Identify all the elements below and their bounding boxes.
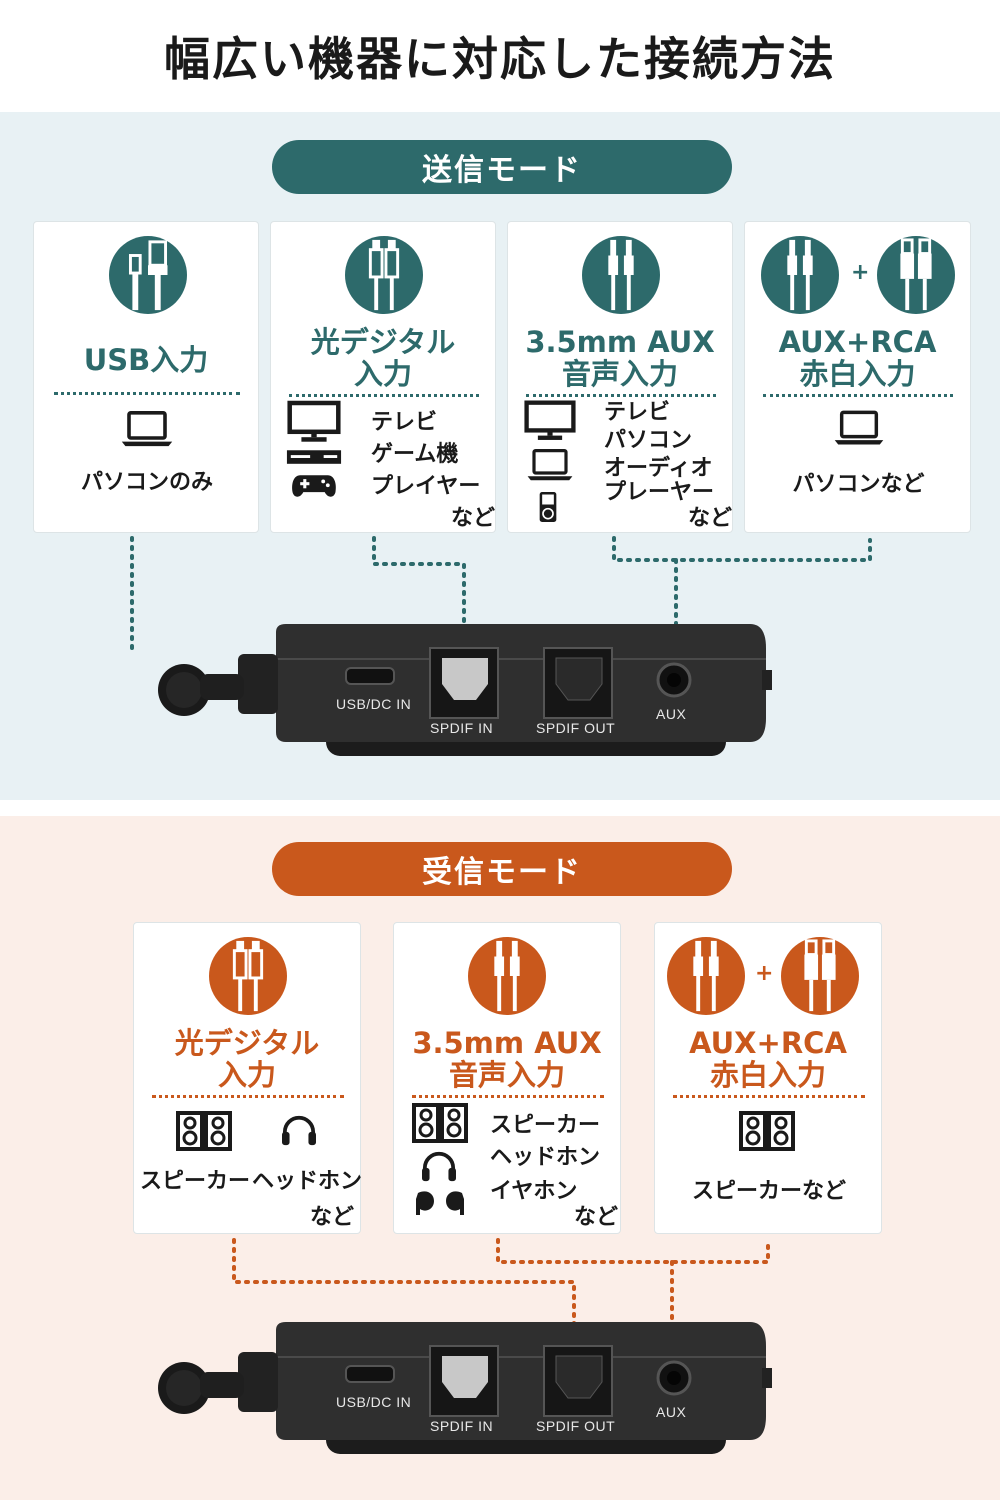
card-title-line1: 光デジタル [310,325,456,359]
transmit-mode-label: 送信モード [272,140,732,194]
device-item: イヤホン [490,1179,578,1204]
receive-card-aux: 3.5mm AUX 音声入力 スピーカー ヘッドホン イヤホン など [393,922,621,1234]
headphone-icon [420,1149,458,1183]
divider [152,1095,344,1098]
port-label-spdif-in: SPDIF IN [430,720,494,736]
rca-cable-icon [877,236,955,314]
receive-card-optical: 光デジタル 入力 スピーカー ヘッドホン など [133,922,363,1234]
port-label-spdif-out: SPDIF OUT [536,720,616,736]
speaker-icon [412,1103,468,1143]
receive-mode-label: 受信モード [272,842,732,896]
device-item: プレーヤー [604,480,715,505]
transmit-card-usb: USB入力 パソコンのみ [33,221,259,533]
page-title: 幅広い機器に対応した接続方法 [0,0,1000,112]
card-title-line2: 音声入力 [448,1058,565,1092]
optical-cable-icon [345,236,423,314]
device-item: スピーカーなど [691,1179,846,1204]
card-title-line1: 光デジタル [174,1026,320,1060]
divider [526,394,716,397]
rca-cable-icon [781,937,859,1015]
tv-icon [287,400,341,442]
device-item: ゲーム機 [371,442,459,467]
note: など [574,1205,619,1230]
music-player-icon [538,490,558,524]
note: など [451,506,496,531]
plus-sign: + [851,260,870,285]
card-title-line2: 入力 [217,1058,276,1092]
port-label-usb-dc-in: USB/DC IN [336,1394,412,1410]
speaker-icon [739,1111,795,1151]
laptop-icon [120,410,174,448]
headphone-icon [280,1113,318,1147]
port-label-aux: AUX [656,706,687,722]
card-title-line1: AUX+RCA [689,1026,847,1060]
card-title-line2: 音声入力 [561,357,678,391]
divider [289,394,479,397]
device-item: テレビ [371,410,438,435]
earbuds-icon [412,1187,468,1217]
laptop-icon [526,448,574,482]
speaker-icon [176,1111,232,1151]
laptop-icon [833,410,885,446]
card-title-line1: 3.5mm AUX [412,1026,602,1060]
optical-cable-icon [209,937,287,1015]
card-title-line1: USB入力 [83,343,209,377]
gamepad-icon [291,472,337,500]
device-item: プレイヤー [371,474,481,499]
card-title-line2: 赤白入力 [709,1058,826,1092]
note: など [310,1205,355,1230]
card-title-line1: AUX+RCA [778,325,937,359]
transmitter-device-image: USB/DC IN SPDIF IN SPDIF OUT AUX [150,618,780,768]
port-label-usb-dc-in: USB/DC IN [336,696,412,712]
port-label-spdif-in: SPDIF IN [430,1418,494,1434]
aux-cable-icon [667,937,745,1015]
usb-cable-icon [109,236,187,314]
divider [54,392,240,395]
aux-cable-icon [761,236,839,314]
aux-cable-icon [468,937,546,1015]
device-item: スピーカー [490,1113,601,1138]
transmit-card-optical: 光デジタル 入力 テレビ ゲーム機 プレイヤー など [270,221,496,533]
device-item: パソコンのみ [80,470,213,495]
device-item: パソコンなど [792,472,925,497]
device-item: パソコン [604,428,693,453]
device-item: スピーカー [140,1169,251,1194]
device-item: ヘッドホン [252,1169,363,1194]
card-title-line2: 赤白入力 [799,357,916,391]
card-title-line2: 入力 [353,357,412,391]
receive-card-aux-rca: + AUX+RCA 赤白入力 スピーカーなど [654,922,882,1234]
plus-sign: + [755,961,774,986]
divider [673,1095,865,1098]
device-item: ヘッドホン [490,1145,601,1170]
aux-cable-icon [582,236,660,314]
receiver-device-image: USB/DC IN SPDIF IN SPDIF OUT AUX [150,1316,780,1466]
device-item: オーディオ [604,456,713,481]
device-item: テレビ [604,400,671,425]
transmit-card-aux-rca: + AUX+RCA 赤白入力 パソコンなど [744,221,971,533]
divider [763,394,953,397]
transmit-card-aux: 3.5mm AUX 音声入力 テレビ パソコン オーディオ プレーヤー など [507,221,733,533]
tv-icon [524,400,576,440]
port-label-aux: AUX [656,1404,687,1420]
game-console-icon [285,448,343,468]
note: など [688,506,733,531]
card-title-line1: 3.5mm AUX [525,325,715,359]
divider [412,1095,604,1098]
port-label-spdif-out: SPDIF OUT [536,1418,616,1434]
